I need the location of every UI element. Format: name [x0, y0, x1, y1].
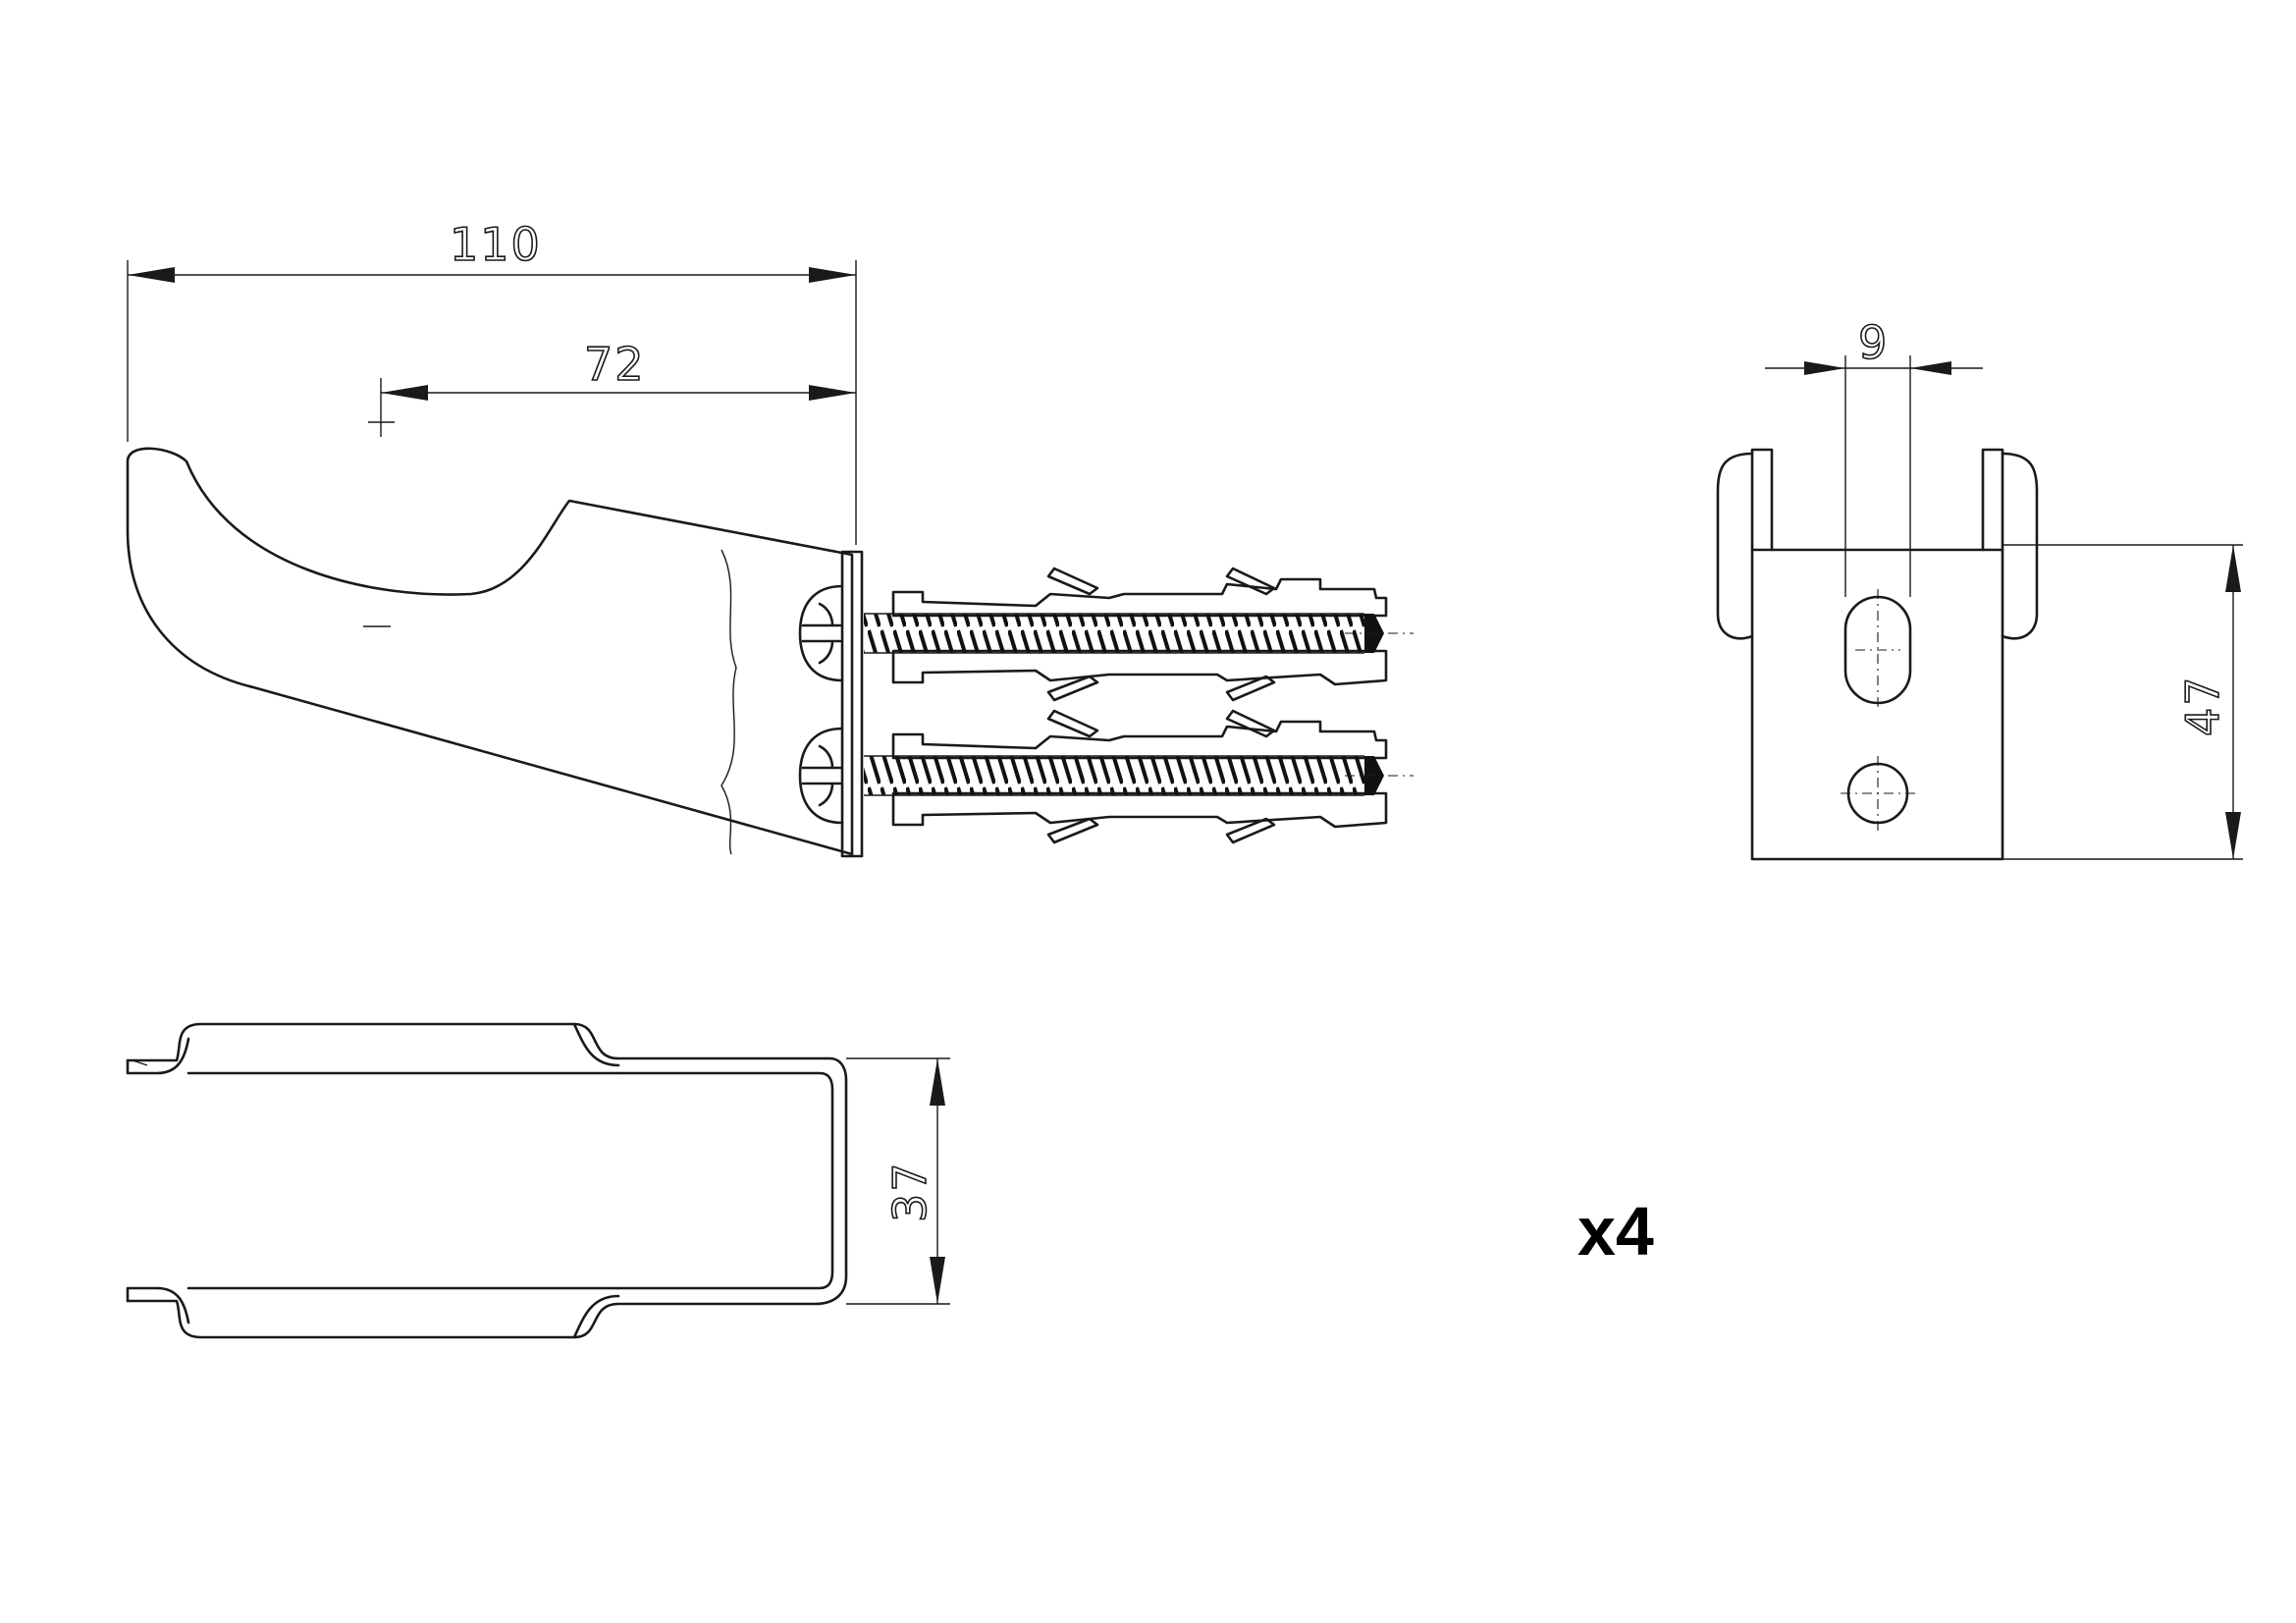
screw-thread	[864, 613, 1384, 654]
dimension-37: 37	[846, 1057, 950, 1305]
screw-assembly-2	[798, 709, 1414, 844]
dim-label-47: 47	[2176, 675, 2229, 736]
bracket-side-view	[126, 447, 864, 858]
dimension-47: 47	[2002, 544, 2243, 860]
dimension-72: 72	[368, 337, 856, 437]
screw-thread	[864, 755, 1384, 796]
dimension-110: 110	[127, 217, 857, 545]
bracket-top-view	[126, 1022, 848, 1339]
screw-assembly-1	[798, 567, 1414, 702]
dim-label-110: 110	[450, 218, 542, 271]
dim-label-72: 72	[584, 338, 646, 391]
wall-plug-icon	[891, 567, 1388, 702]
quantity-label: x4	[1577, 1193, 1654, 1270]
dimension-9: 9	[1765, 315, 1983, 597]
dim-label-37: 37	[883, 1161, 936, 1222]
wall-plug-icon	[891, 709, 1388, 844]
screw-icon	[798, 584, 844, 682]
bracket-front-view	[1716, 448, 2039, 861]
fixings-group	[798, 567, 1414, 844]
screw-icon	[798, 727, 844, 825]
dim-label-9: 9	[1858, 316, 1889, 369]
